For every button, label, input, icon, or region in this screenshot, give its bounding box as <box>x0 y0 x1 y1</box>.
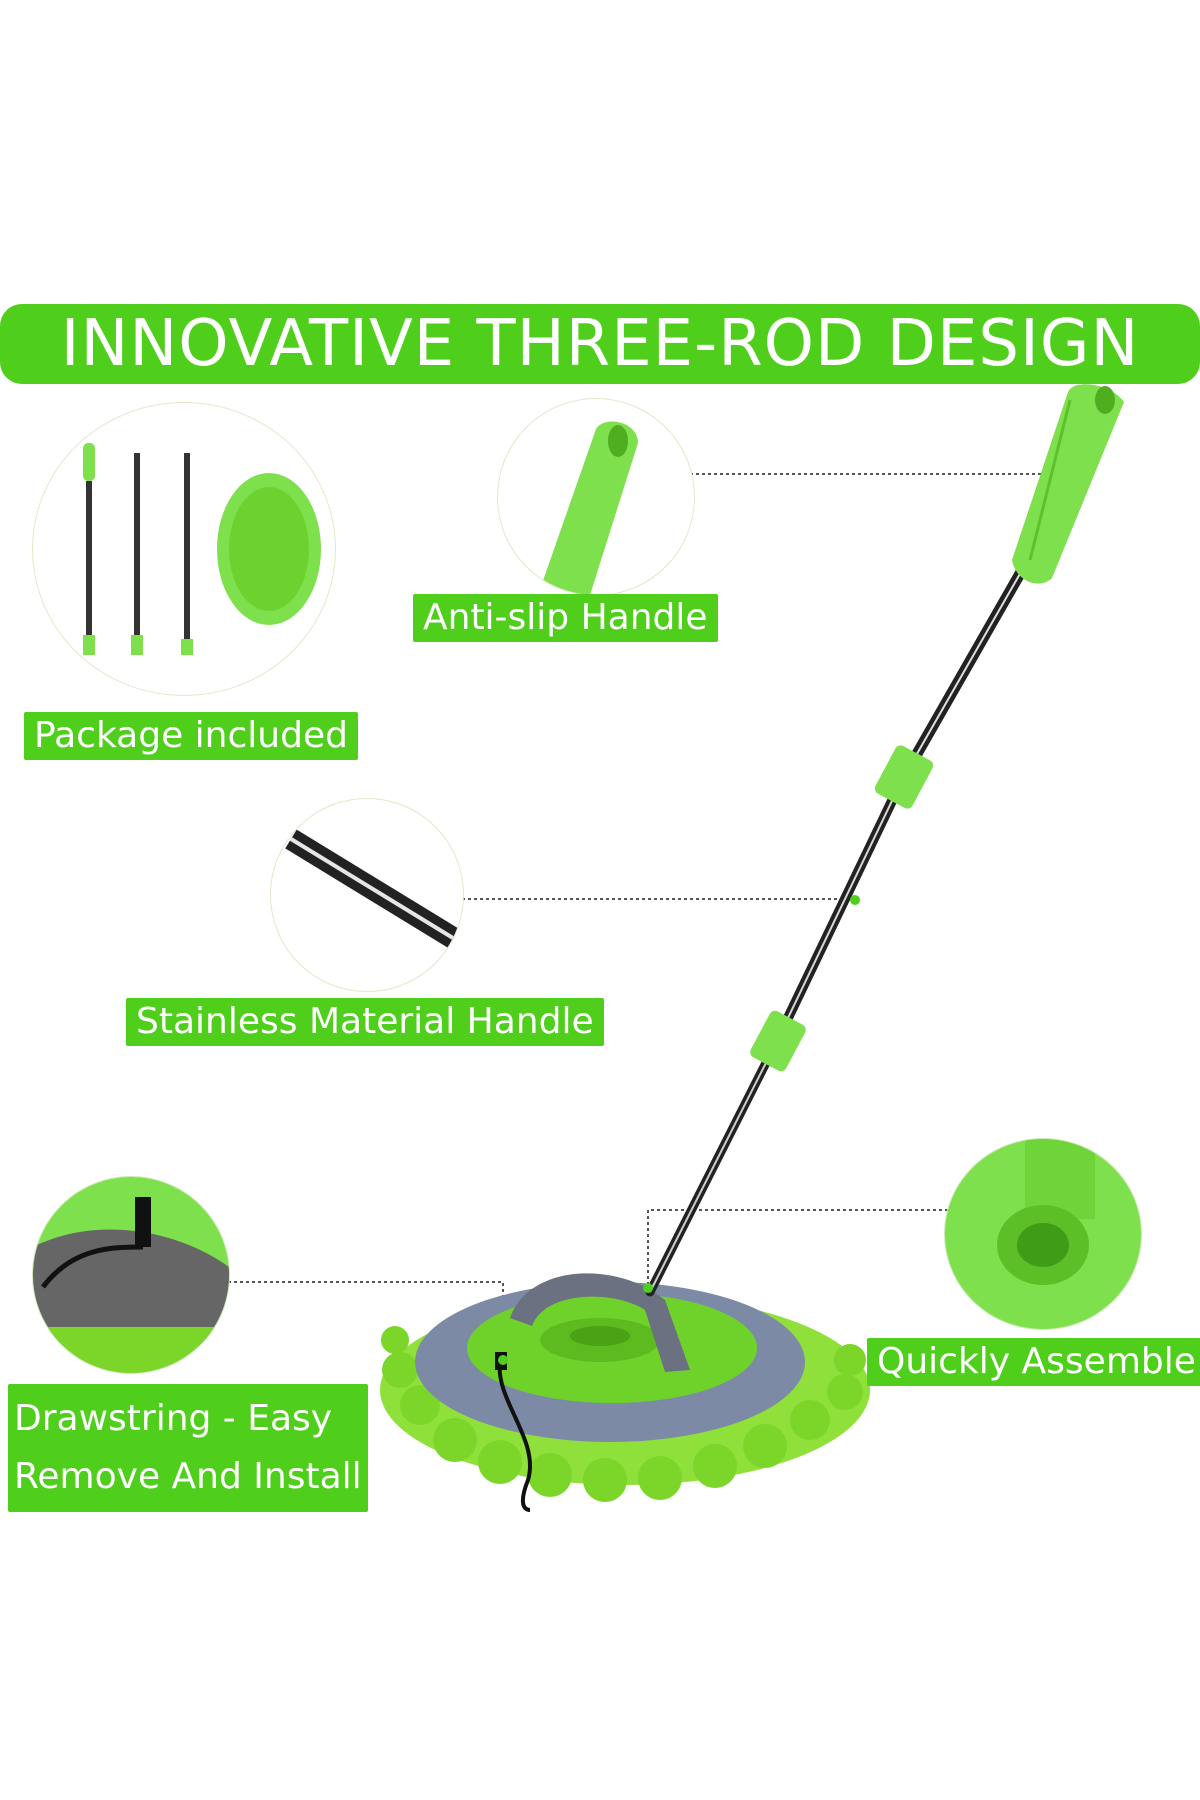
stainless-circle <box>270 798 464 992</box>
label-package-included: Package included <box>24 712 358 760</box>
label-drawstring: Drawstring - Easy Remove And Install <box>8 1384 368 1512</box>
banner-title: INNOVATIVE THREE-ROD DESIGN <box>60 307 1140 381</box>
handle-grip-image <box>538 421 638 595</box>
label-drawstring-line1: Drawstring - Easy <box>14 1398 333 1439</box>
label-quickly-assemble: Quickly Assemble <box>867 1338 1200 1386</box>
mop-rods <box>498 384 1124 1365</box>
label-anti-slip-text: Anti-slip Handle <box>423 597 708 638</box>
title-banner: INNOVATIVE THREE-ROD DESIGN <box>0 304 1200 384</box>
label-drawstring-line2: Remove And Install <box>14 1456 362 1497</box>
label-anti-slip-handle: Anti-slip Handle <box>413 594 718 642</box>
mop-head <box>380 1273 870 1512</box>
label-assemble-text: Quickly Assemble <box>877 1341 1196 1382</box>
drawstring-image <box>33 1177 229 1373</box>
drawstring-circle <box>32 1176 230 1374</box>
package-circle <box>32 402 336 696</box>
label-package-text: Package included <box>34 715 348 756</box>
label-stainless-text: Stainless Material Handle <box>136 1001 594 1042</box>
label-stainless-handle: Stainless Material Handle <box>126 998 604 1046</box>
leader-anti-slip <box>690 470 1071 475</box>
leader-assemble <box>647 1209 948 1286</box>
assemble-circle <box>944 1138 1142 1330</box>
steel-rod-image <box>285 829 463 958</box>
anti-slip-circle <box>497 398 695 596</box>
package-parts-image <box>83 443 321 655</box>
connector-image <box>945 1139 1141 1329</box>
